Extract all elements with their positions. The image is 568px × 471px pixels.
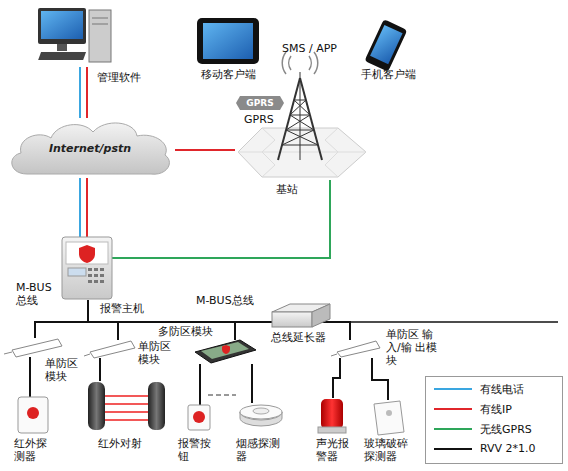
node-caption: 烟感探测 器 xyxy=(236,437,286,463)
node-caption: 移动客户端 xyxy=(198,68,258,81)
module-node: 单防区 模块 xyxy=(88,340,136,358)
cloud-node: Internet/pstn xyxy=(5,118,175,178)
connector xyxy=(372,358,388,400)
legend-swatch xyxy=(434,408,472,410)
node-caption: 总线延长器 xyxy=(271,331,331,344)
connector xyxy=(112,180,330,258)
channel-label: GPRS xyxy=(244,113,284,126)
node-caption: 管理软件 xyxy=(97,71,147,84)
ir-detector-icon xyxy=(18,397,48,433)
legend-text: 有线电话 xyxy=(480,382,524,397)
node-caption: 红外对射 xyxy=(98,437,148,450)
node-caption: 红外探 测器 xyxy=(14,437,52,463)
detector-node: 声光报 警器 xyxy=(318,398,346,434)
node-caption: 手机客户端 xyxy=(358,68,418,81)
node-caption: 单防区 模块 xyxy=(45,357,83,383)
legend-swatch xyxy=(434,428,472,430)
siren-icon xyxy=(318,399,346,433)
alarm-panel-node: 报警主机 xyxy=(62,237,112,300)
phone-icon xyxy=(364,19,407,72)
connector xyxy=(35,300,88,338)
tablet-node: 移动客户端 xyxy=(195,16,261,66)
node-caption: 玻璃破碎 探测器 xyxy=(364,437,414,463)
glass-break-icon xyxy=(374,401,404,435)
legend-text: 无线GPRS xyxy=(480,422,532,437)
legend-text: 有线IP xyxy=(480,402,512,417)
detector-node: 红外对射 xyxy=(86,381,167,431)
computer-icon xyxy=(38,8,111,62)
detector-node: 红外探 测器 xyxy=(18,397,48,433)
computer-node: 管理软件 xyxy=(35,5,113,67)
channel-label: SMS / APP xyxy=(282,42,352,55)
bus-extender-icon xyxy=(272,304,330,327)
bus-wire xyxy=(350,321,558,323)
extender-node: 总线延长器 xyxy=(272,304,330,328)
connector xyxy=(175,149,235,151)
node-caption: 单防区 模块 xyxy=(138,340,176,366)
connector xyxy=(79,67,81,118)
node-caption: 报警按 钮 xyxy=(178,437,216,463)
smoke-detector-icon xyxy=(240,405,282,426)
dash-mark xyxy=(208,395,236,396)
node-caption: 声光报 警器 xyxy=(316,437,354,463)
node-caption: 基站 xyxy=(276,183,304,196)
alarm-panel-icon xyxy=(62,237,112,299)
detector-node: 玻璃破碎 探测器 xyxy=(373,400,405,436)
tablet-icon xyxy=(197,18,259,64)
legend-swatch xyxy=(434,448,472,450)
phone-node: 手机客户端 xyxy=(362,18,410,68)
bus-label: M-BUS 总线 xyxy=(16,281,58,307)
legend-box: 有线电话有线IP 无线GPRS RVV 2*1.0 xyxy=(425,376,563,464)
multi-zone-module-icon xyxy=(195,340,256,363)
node-caption: 多防区模块 xyxy=(158,325,218,338)
module-node: 多防区模块 xyxy=(195,340,256,364)
legend-swatch xyxy=(434,388,472,390)
connector xyxy=(199,364,201,405)
connector xyxy=(333,358,340,398)
connector xyxy=(79,178,81,237)
connector xyxy=(29,357,31,397)
connector xyxy=(99,358,101,381)
badge-label: GPRS xyxy=(240,97,280,110)
connector xyxy=(86,67,88,118)
node-caption: 报警主机 xyxy=(100,302,150,315)
detector-node: 报警按 钮 xyxy=(187,405,211,431)
module-node: 单防区 输入/输 出模块 xyxy=(335,340,381,358)
detector-node: 烟感探测 器 xyxy=(239,403,284,428)
node-caption: 单防区 输入/输 出模块 xyxy=(386,328,438,367)
connector xyxy=(251,364,253,403)
bus-label: M-BUS总线 xyxy=(196,294,268,307)
module-node: 单防区 模块 xyxy=(10,338,62,357)
ir-beam-icon xyxy=(88,382,165,430)
legend-text: RVV 2*1.0 xyxy=(480,442,536,455)
alarm-button-icon xyxy=(188,405,210,430)
cloud-label: Internet/pstn xyxy=(5,142,175,155)
connector xyxy=(86,178,88,237)
